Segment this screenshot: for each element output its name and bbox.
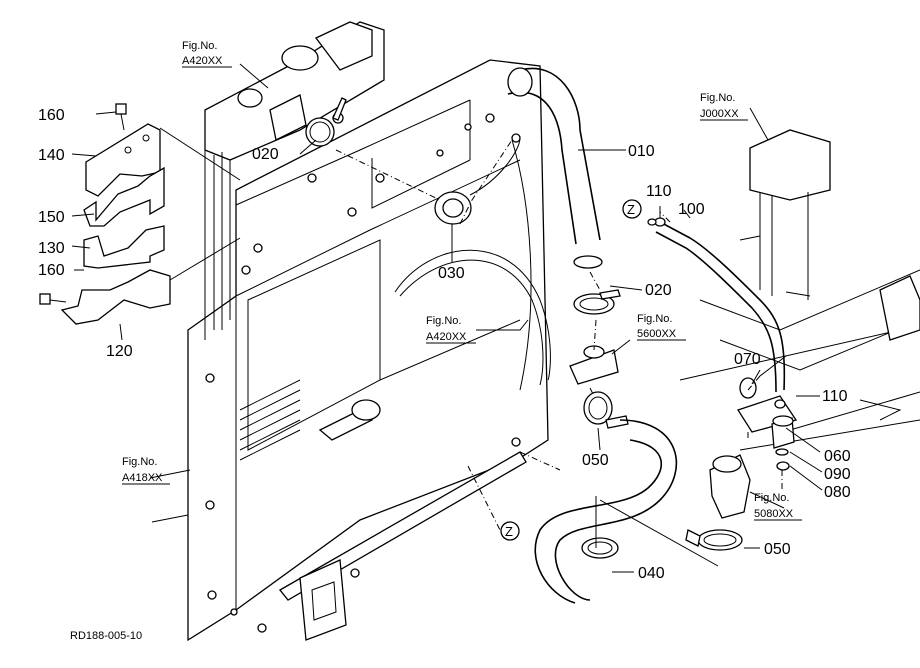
part-label-030: 030 <box>438 265 465 282</box>
overflow-pipe-100 <box>655 221 786 393</box>
part-label-160-bottom: 160 <box>38 262 65 279</box>
part-label-070: 070 <box>734 351 761 368</box>
part-label-160-top: 160 <box>38 107 65 124</box>
bracket-plate-150 <box>83 166 165 227</box>
fig-ref-label: Fig.No. <box>122 456 157 468</box>
fig-ref-number: 5600XX <box>637 328 677 340</box>
clamp-050-upper <box>583 391 629 429</box>
clamp-020-top <box>305 97 347 147</box>
elbow-5080 <box>709 454 751 519</box>
part-label-060: 060 <box>824 448 851 465</box>
part-label-120: 120 <box>106 343 133 360</box>
flange-5600 <box>569 345 619 385</box>
part-label-130: 130 <box>38 240 65 257</box>
fig-ref-label: Fig.No. <box>182 40 217 52</box>
part-label-150: 150 <box>38 209 65 226</box>
bracket-plate-120 <box>60 269 171 325</box>
fig-ref-a418: Fig.No. A418XX <box>122 456 170 485</box>
part-label-090: 090 <box>824 466 851 483</box>
reference-lines <box>159 127 787 567</box>
tank-mount <box>737 377 798 471</box>
fig-ref-j000: Fig.No. J000XX <box>700 92 748 121</box>
fig-ref-number: A420XX <box>182 55 223 67</box>
bolt-160 <box>39 103 127 305</box>
bracket-plate-130 <box>83 225 165 269</box>
bracket-plate-140 <box>85 123 161 197</box>
fig-ref-number: A418XX <box>122 472 163 484</box>
part-label-020-top: 020 <box>252 146 279 163</box>
fig-ref-label: Fig.No. <box>754 492 789 504</box>
marker-z-letter: Z <box>627 202 635 217</box>
fig-ref-label: Fig.No. <box>637 313 672 325</box>
fig-ref-number: J000XX <box>700 108 739 120</box>
part-labels: 010 020 020 030 040 050 050 060 070 080 … <box>38 107 851 582</box>
drawing-code: RD188-005-10 <box>70 630 142 642</box>
radiator-top-tank <box>204 21 385 340</box>
clamp-050-lower <box>685 529 743 551</box>
upper-hose-010 <box>507 67 603 269</box>
marker-z-letter: Z <box>505 524 513 539</box>
fig-ref-5080: Fig.No. 5080XX <box>754 492 802 521</box>
lower-hose-040 <box>534 419 678 604</box>
fig-ref-number: A420XX <box>426 331 467 343</box>
fig-ref-a420-mid: Fig.No. A420XX <box>426 315 476 344</box>
fig-ref-a420-top: Fig.No. A420XX <box>182 40 232 68</box>
part-label-110-right: 110 <box>822 388 848 405</box>
fig-ref-label: Fig.No. <box>700 92 735 104</box>
part-label-140: 140 <box>38 147 65 164</box>
part-label-050-upper: 050 <box>582 452 609 469</box>
seal-030 <box>434 191 472 225</box>
fig-ref-label: Fig.No. <box>426 315 461 327</box>
clip-110 <box>647 217 666 227</box>
shroud-ring <box>394 137 551 391</box>
marker-z-top: Z <box>622 199 642 219</box>
part-label-110-top: 110 <box>646 183 672 200</box>
fig-ref-number: 5080XX <box>754 508 794 520</box>
leader-lines <box>71 63 823 573</box>
part-label-010: 010 <box>628 143 655 160</box>
part-label-020-mid: 020 <box>645 282 672 299</box>
part-label-040: 040 <box>638 565 665 582</box>
part-label-100: 100 <box>678 201 705 218</box>
clamp-020-mid <box>573 289 621 315</box>
fig-ref-5600: Fig.No. 5600XX <box>637 313 686 341</box>
part-label-050-lower: 050 <box>764 541 791 558</box>
reserve-tank <box>679 129 920 451</box>
part-label-080: 080 <box>824 484 851 501</box>
marker-z-bottom: Z <box>500 521 520 541</box>
